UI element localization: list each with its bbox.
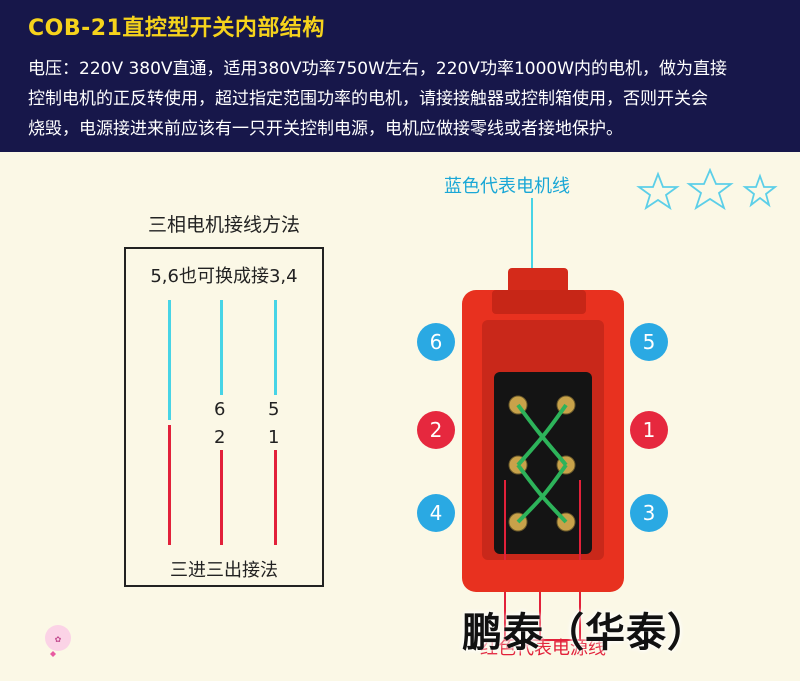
wiring-title: 三相电机接线方法 — [147, 214, 300, 236]
terminal-badge-1: 1 — [630, 411, 668, 449]
terminal-badge-4: 4 — [417, 494, 455, 532]
terminal-badge-3: 3 — [630, 494, 668, 532]
wiring-diagram-box — [124, 247, 324, 587]
wiring-subtitle: 5,6也可换成接3,4 — [150, 266, 298, 287]
star-icon — [686, 168, 734, 211]
terminal-label-6: 6 — [214, 399, 226, 420]
power-line-2 — [220, 450, 223, 545]
description-line: 控制电机的正反转使用，超过指定范围功率的电机，请接接触器或控制箱使用，否则开关会 — [28, 89, 708, 109]
logo-icon: ✿ — [45, 625, 71, 657]
svg-text:✿: ✿ — [55, 635, 62, 644]
terminal-badge-5: 5 — [630, 323, 668, 361]
motor-line-5 — [274, 300, 277, 395]
power-line-left — [168, 425, 171, 545]
motor-wire-caption: 蓝色代表电机线 — [444, 176, 570, 197]
stars-decoration — [636, 168, 778, 211]
motor-line-left — [168, 300, 171, 420]
power-line-1 — [274, 450, 277, 545]
wiring-footer: 三进三出接法 — [170, 560, 278, 581]
power-wire-caption: 红色代表电源线 — [480, 638, 606, 659]
description: 电压：220V 380V直通，适用380V功率750W左右，220V功率1000… — [28, 54, 778, 144]
terminal-label-1: 1 — [268, 427, 280, 448]
terminal-badge-6: 6 — [417, 323, 455, 361]
star-icon — [742, 173, 778, 208]
terminal-badge-2: 2 — [417, 411, 455, 449]
header-banner: COB-21直控型开关内部结构 电压：220V 380V直通，适用380V功率7… — [0, 0, 800, 152]
switch-body — [462, 290, 624, 592]
description-line: 烧毁，电源接进来前应该有一只开关控制电源，电机应做接零线或者接地保护。 — [28, 119, 623, 139]
terminal-label-5: 5 — [268, 399, 280, 420]
description-line: 电压：220V 380V直通，适用380V功率750W左右，220V功率1000… — [28, 59, 728, 79]
star-icon — [636, 171, 680, 211]
watermark-brand: 鹏泰（华泰） — [462, 610, 708, 656]
terminal-label-2: 2 — [214, 427, 226, 448]
page-title: COB-21直控型开关内部结构 — [28, 16, 325, 41]
motor-line-6 — [220, 300, 223, 395]
